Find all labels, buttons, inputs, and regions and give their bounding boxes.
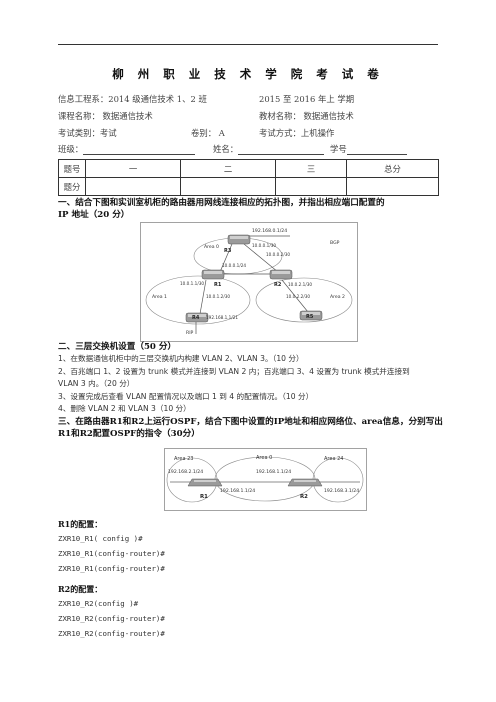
id-field: 学号	[330, 143, 407, 155]
router-r5	[299, 310, 323, 321]
q2-items: 1、在数据通信机柜中的三层交换机内构建 VLAN 2、VLAN 3。（10 分）…	[58, 353, 448, 416]
label-area24: Area 24	[324, 456, 343, 462]
r2-cmd-line: ZXR10_R2(config )#	[58, 599, 139, 608]
label-r1-top: 10.0.0.1/24	[222, 263, 246, 268]
label-area2: Area 2	[330, 294, 345, 300]
label-r1: R1	[214, 282, 222, 288]
name-field: 姓名：	[213, 143, 325, 155]
r1-cmd-line: ZXR10_R1(config-router)#	[58, 549, 165, 558]
r1-cmd-line: ZXR10_R1( config )#	[58, 534, 143, 543]
label-area1: Area 1	[152, 294, 167, 300]
dept-info: 信息工程系：2014 级通信技术 1、2 班	[58, 94, 207, 104]
label-net-r1-left: 192.168.2.1/24	[168, 469, 203, 475]
course-info: 课程名称： 数据通信技术	[58, 111, 153, 121]
q3-text: 三、在路由器R1和R2上运行OSPF，结合下图中设置的IP地址和相应网络位、ar…	[58, 416, 450, 440]
q1-text: 一、结合下图和实训室机柜的路由器用网线连接相应的拓扑图，并指出相应端口配置的 I…	[58, 197, 448, 221]
label-net-mid-top: 192.168.1.1/24	[256, 469, 291, 475]
label-r2: R2	[274, 282, 282, 288]
router-r4	[185, 312, 209, 323]
score-cell	[180, 177, 276, 196]
label-r3: R3	[224, 248, 232, 254]
link-r2-r5	[281, 279, 309, 313]
label-r2: R2	[300, 494, 308, 500]
name-label: 姓名：	[213, 144, 239, 154]
label-r3-l: 10.0.0.1/30	[252, 243, 276, 248]
label-area0: Area 0	[204, 244, 219, 250]
router-r2	[287, 478, 323, 487]
class-label: 班级：	[58, 144, 84, 154]
label-r5: R5	[306, 314, 314, 320]
label-r2-r: 10.0.2.2/30	[286, 294, 310, 299]
term-info: 2015 至 2016 年上 学期	[259, 94, 355, 104]
score-cell	[275, 177, 347, 196]
id-label: 学号	[330, 144, 347, 154]
area1-ellipse	[145, 275, 251, 325]
label-r1-r: 10.0.1.2/30	[206, 294, 230, 299]
label-r1: R1	[200, 494, 208, 500]
q2-item: 4、删除 VLAN 2 和 VLAN 3（10 分）	[58, 404, 191, 413]
score-value-row: 题分	[58, 177, 439, 196]
score-cell: 总分	[346, 159, 439, 178]
ospf-diagram: Area 23 Area 0 Area 24 192.168.2.1/24 19…	[164, 448, 367, 511]
r2-config-label: R2的配置：	[58, 584, 103, 594]
router-r3	[227, 234, 251, 245]
label-net-mid-bottom: 192.168.1.1/24	[220, 488, 255, 494]
header-rule	[58, 44, 438, 45]
paper-info: 卷别： A	[191, 128, 225, 138]
score-cell	[85, 177, 181, 196]
label-r4-net: 192.168.1.1/21	[206, 315, 238, 320]
router-r1	[187, 478, 223, 487]
router-r2	[269, 269, 293, 280]
r1-cmd-line: ZXR10_R1(config-router)#	[58, 564, 165, 573]
topology-diagram: 192.168.0.1/24 BGP R3 Area 0 10.0.0.1/30…	[140, 222, 358, 342]
r2-cmd-line: ZXR10_R2(config-router)#	[58, 614, 165, 623]
label-r1-l: 10.0.1.1/30	[180, 281, 204, 286]
q3-line1: 三、在路由器R1和R2上运行OSPF，结合下图中设置的IP地址和相应网络位、ar…	[58, 417, 443, 427]
q3-line2: R1和R2配置OSPF的指令（30分）	[58, 429, 200, 439]
score-header-row: 题号 一 二 三 总分	[58, 159, 439, 178]
q1-line1: 一、结合下图和实训室机柜的路由器用网线连接相应的拓扑图，并指出相应端口配置的	[58, 198, 385, 208]
label-area23: Area 23	[174, 456, 193, 462]
label-area0: Area 0	[256, 455, 272, 461]
router-r1	[201, 269, 225, 280]
q2-item: VLAN 3 内。（20 分）	[58, 379, 135, 388]
q2-item: 2、百兆端口 1、2 设置为 trunk 模式并连接到 VLAN 2 内；百兆端…	[58, 366, 410, 376]
label-net-top: 192.168.0.1/24	[252, 228, 287, 234]
q2-title: 二、三层交换机设置（50 分）	[58, 342, 177, 352]
name-blank	[238, 145, 325, 155]
score-cell: 一	[85, 159, 181, 178]
id-blank	[346, 145, 407, 155]
score-cell: 题号	[58, 159, 86, 178]
label-r4: R4	[192, 315, 200, 321]
score-table: 题号 一 二 三 总分 题分	[58, 159, 439, 196]
q1-line2: IP 地址（20 分）	[58, 210, 130, 220]
score-cell: 三	[275, 159, 347, 178]
label-net-r2-right: 192.168.3.1/24	[324, 488, 359, 494]
link-r2-r3	[243, 243, 279, 273]
area2-ellipse	[255, 277, 353, 323]
q2-item: 1、在数据通信机柜中的三层交换机内构建 VLAN 2、VLAN 3。（10 分）	[58, 354, 304, 363]
label-r2-l: 10.0.2.1/30	[288, 282, 312, 287]
textbook-info: 教材名称： 数据通信技术	[259, 111, 354, 121]
score-cell	[346, 177, 439, 196]
r1-config-label: R1的配置：	[58, 519, 103, 529]
link-r1-r4	[199, 279, 207, 315]
label-bgp: BGP	[330, 240, 340, 246]
class-field: 班级：	[58, 143, 196, 155]
score-cell: 题分	[58, 177, 86, 196]
label-rip: RIP	[186, 330, 194, 336]
link-r1-r3	[219, 243, 233, 273]
q2-item: 3、设置完成后查看 VLAN 配置情况以及端口 1 到 4 的配置情况。（10 …	[58, 391, 314, 401]
score-cell: 二	[180, 159, 276, 178]
class-blank	[83, 145, 196, 155]
r2-cmd-line: ZXR10_R2(config-router)#	[58, 629, 165, 638]
exam-mode-info: 考试方式：上机操作	[259, 128, 335, 138]
exam-title: 柳 州 职 业 技 术 学 院 考 试 卷	[112, 67, 384, 81]
exam-type-info: 考试类别：考试	[58, 128, 117, 138]
label-r3-r: 10.0.0.2/30	[266, 252, 290, 257]
